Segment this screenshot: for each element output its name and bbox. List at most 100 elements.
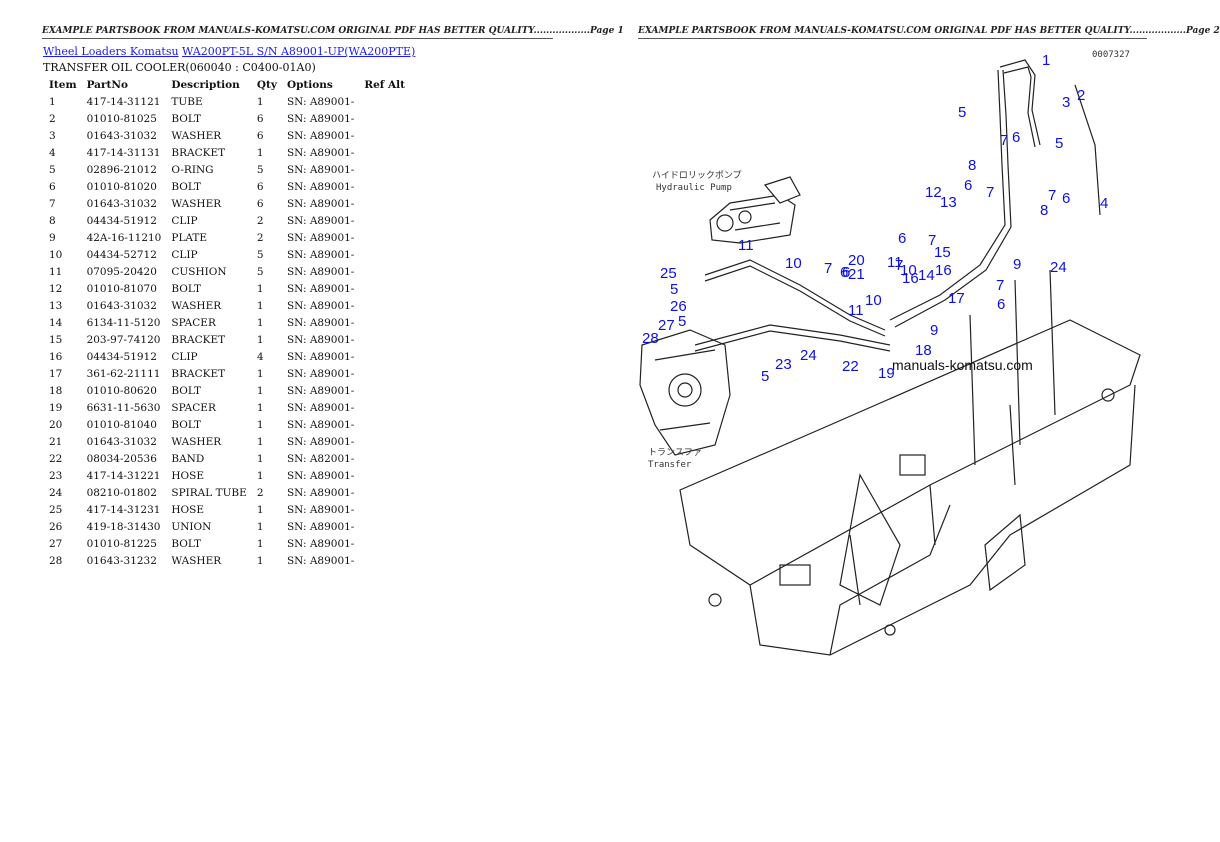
page-header-left: EXAMPLE PARTSBOOK FROM MANUALS-KOMATSU.C… <box>42 26 624 39</box>
table-cell: 1 <box>256 316 264 329</box>
callout-label: 7 <box>1000 132 1008 149</box>
table-cell: SN: A89001- <box>286 554 355 567</box>
transfer-label-jp: トランスファ <box>648 447 702 458</box>
table-cell: 8 <box>49 214 56 227</box>
table-cell: CLIP <box>171 248 198 261</box>
table-cell: 1 <box>256 452 264 465</box>
frame-drawing <box>679 269 1141 656</box>
breadcrumb-link-category[interactable]: Wheel Loaders Komatsu <box>43 45 179 58</box>
table-cell: HOSE <box>171 469 204 482</box>
table-cell: 01010-81070 <box>86 282 157 295</box>
callout-label: 26 <box>670 298 687 315</box>
table-cell: 16 <box>49 350 63 363</box>
table-cell: CUSHION <box>171 265 227 278</box>
table-cell <box>358 110 409 127</box>
table-cell: 6 <box>256 112 264 125</box>
table-cell: 1 <box>256 418 264 431</box>
callout-label: 22 <box>842 358 859 375</box>
table-cell: 417-14-31221 <box>86 469 161 482</box>
callout-label: 9 <box>1013 256 1021 273</box>
callout-label: 7 <box>928 232 936 249</box>
table-cell: SN: A89001- <box>286 214 355 227</box>
table-cell: 02896-21012 <box>86 163 157 176</box>
table-cell: 1 <box>256 282 264 295</box>
hydraulic-pump-drawing <box>709 176 801 244</box>
table-cell: 13 <box>49 299 63 312</box>
callout-label: 5 <box>678 313 686 330</box>
callout-label: 6 <box>840 264 848 281</box>
table-cell: 419-18-31430 <box>86 520 161 533</box>
table-cell <box>358 348 409 365</box>
table-cell: 01643-31032 <box>86 129 157 142</box>
table-cell: 6 <box>256 180 264 193</box>
table-cell <box>358 144 409 161</box>
callout-label: 5 <box>761 368 769 385</box>
callout-label: 11 <box>738 237 754 254</box>
table-cell: BOLT <box>171 180 202 193</box>
table-cell: 2 <box>49 112 56 125</box>
callout-label: 7 <box>895 257 903 274</box>
tube-drawing <box>694 59 1101 352</box>
callout-label: 14 <box>918 267 935 284</box>
table-cell: WASHER <box>171 554 222 567</box>
table-cell: 6 <box>49 180 56 193</box>
table-cell: 1 <box>256 537 264 550</box>
table-cell: UNION <box>171 520 212 533</box>
table-cell: SN: A89001- <box>286 180 355 193</box>
table-cell: 01643-31032 <box>86 299 157 312</box>
table-cell: SN: A89001- <box>286 282 355 295</box>
table-cell <box>358 552 409 569</box>
diagram-svg: 0007327 ハイドロリックポンプ Hydraulic Pump トランスファ… <box>639 50 1141 656</box>
table-cell: 417-14-31121 <box>86 95 161 108</box>
callout-label: 6 <box>1062 190 1070 207</box>
table-cell <box>358 229 409 246</box>
table-cell: WASHER <box>171 299 222 312</box>
table-cell: 19 <box>49 401 63 414</box>
table-cell: 1 <box>256 401 264 414</box>
table-cell: SN: A89001- <box>286 265 355 278</box>
table-cell: 1 <box>256 333 264 346</box>
table-cell: 203-97-74120 <box>86 333 161 346</box>
table-cell: WASHER <box>171 197 222 210</box>
table-cell: 1 <box>49 95 56 108</box>
table-cell: 22 <box>49 452 63 465</box>
table-cell <box>358 433 409 450</box>
table-cell: HOSE <box>171 503 204 516</box>
table-cell <box>358 501 409 518</box>
table-cell: SN: A89001- <box>286 129 355 142</box>
callout-label: 3 <box>1062 94 1070 111</box>
table-cell: 23 <box>49 469 63 482</box>
breadcrumb-link-model[interactable]: WA200PT-5L S/N A89001-UP(WA200PTE) <box>182 45 416 58</box>
page-subtitle: TRANSFER OIL COOLER(060040 : C0400-01A0) <box>43 61 316 74</box>
table-cell: 21 <box>49 435 63 448</box>
table-cell <box>358 280 409 297</box>
table-cell: TUBE <box>171 95 203 108</box>
table-cell: 11 <box>49 265 63 278</box>
column-header: Item <box>49 79 77 91</box>
table-cell: 6631-11-5630 <box>86 401 161 414</box>
table-cell: SN: A89001- <box>286 248 355 261</box>
table-cell <box>358 127 409 144</box>
table-cell: SN: A89001- <box>286 299 355 312</box>
table-cell: BOLT <box>171 112 202 125</box>
watermark: manuals-komatsu.com <box>892 357 1033 373</box>
callout-label: 17 <box>948 290 965 307</box>
table-cell: 01010-81040 <box>86 418 157 431</box>
table-cell: BOLT <box>171 537 202 550</box>
callout-label: 19 <box>878 365 895 382</box>
table-cell: 417-14-31131 <box>86 146 161 159</box>
table-cell: 9 <box>49 231 56 244</box>
callout-label: 6 <box>964 177 972 194</box>
table-cell: CLIP <box>171 214 198 227</box>
